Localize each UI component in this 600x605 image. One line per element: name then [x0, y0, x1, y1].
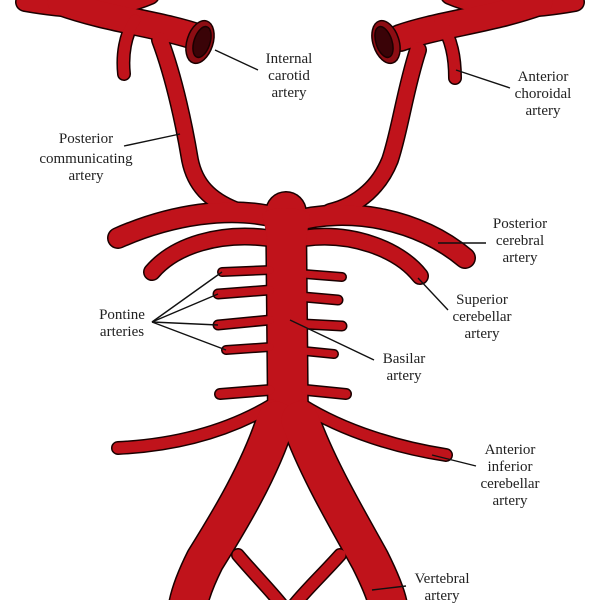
leader-internal-carotid — [214, 49, 259, 71]
label-pontine-arteries: Pontine arteries — [99, 307, 145, 340]
label-basilar-artery: Basilar artery — [382, 351, 426, 384]
label-anterior-choroidal-artery: Anterior choroidal artery — [514, 69, 572, 119]
leader-vertebral — [371, 585, 407, 591]
internal-carotid-left-lumen — [185, 19, 215, 65]
label-superior-cerebellar-artery: Superior cerebellar artery — [452, 292, 512, 342]
leader-posterior-communicating — [123, 133, 181, 147]
vessels — [15, 0, 585, 600]
leader-anterior-inferior-cerebellar — [431, 454, 477, 467]
label-anterior-inferior-cerebellar-artery: Anterior inferior cerebellar artery — [480, 442, 540, 509]
label-posterior-communicating-artery: Posterior communicating artery — [39, 131, 133, 184]
leader-lines — [123, 49, 511, 591]
vessel-fills — [16, 0, 584, 600]
basilar-bifurcation — [262, 208, 310, 240]
leader-basilar — [289, 319, 375, 361]
leader-anterior-choroidal — [455, 69, 511, 89]
leader-superior-cerebellar — [417, 277, 449, 311]
leader-pontine-2 — [151, 293, 219, 323]
leader-pontine-4 — [151, 321, 227, 351]
leader-pontine-3 — [151, 321, 219, 326]
leader-pontine-1 — [151, 271, 223, 323]
label-posterior-cerebral-artery: Posterior cerebral artery — [492, 216, 548, 266]
internal-carotid-right-lumen — [371, 19, 401, 65]
label-internal-carotid-artery: Internal carotid artery — [265, 51, 313, 101]
